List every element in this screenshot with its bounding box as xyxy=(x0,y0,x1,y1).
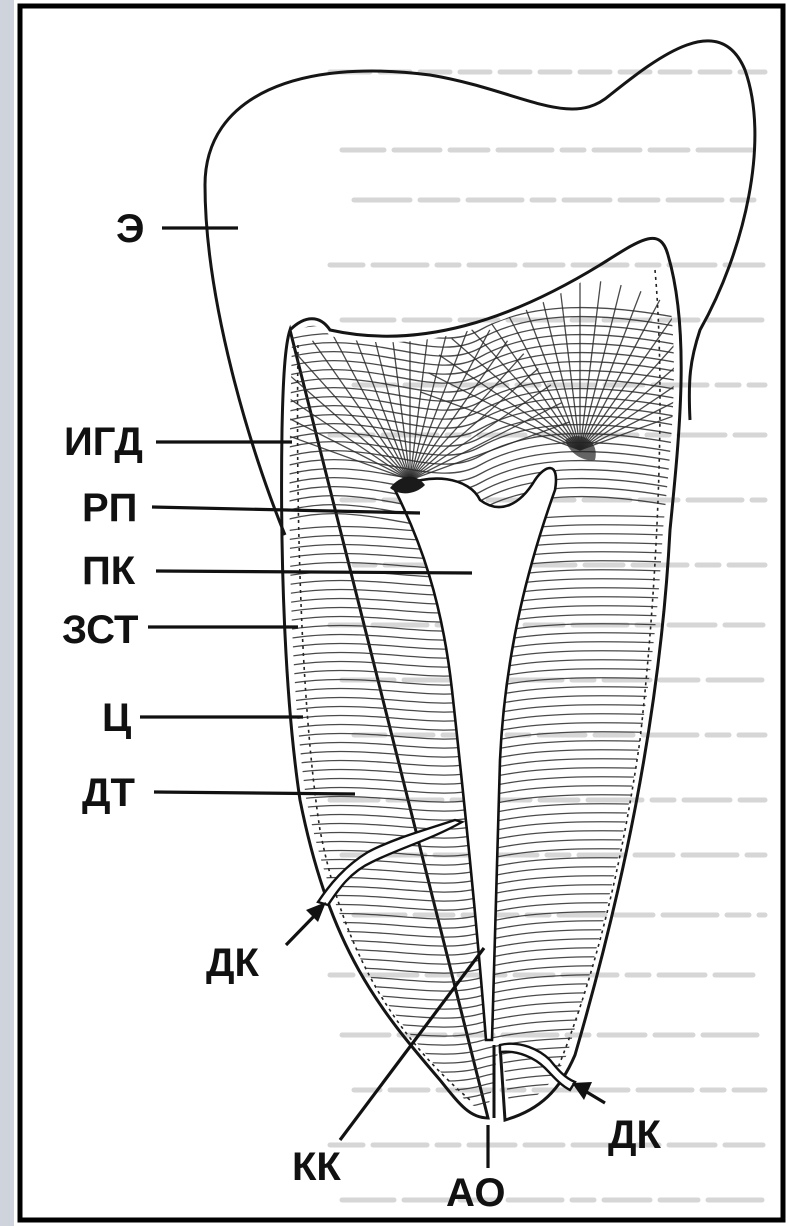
label-rp: РП xyxy=(82,486,137,530)
leader-pk xyxy=(156,571,472,573)
label-enamel: Э xyxy=(116,207,144,251)
label-igd: ИГД xyxy=(64,420,143,464)
label-dk-right: ДК xyxy=(608,1113,661,1157)
left-edge-strip xyxy=(0,0,14,1226)
label-kk: КК xyxy=(292,1145,341,1189)
label-cementum: Ц xyxy=(102,696,131,740)
label-pk: ПК xyxy=(82,549,136,593)
label-dk-left: ДК xyxy=(206,941,259,985)
leader-dt xyxy=(154,792,355,794)
label-dt: ДТ xyxy=(82,771,135,815)
label-ao: АО xyxy=(446,1171,505,1215)
label-zst: ЗСТ xyxy=(62,608,138,652)
